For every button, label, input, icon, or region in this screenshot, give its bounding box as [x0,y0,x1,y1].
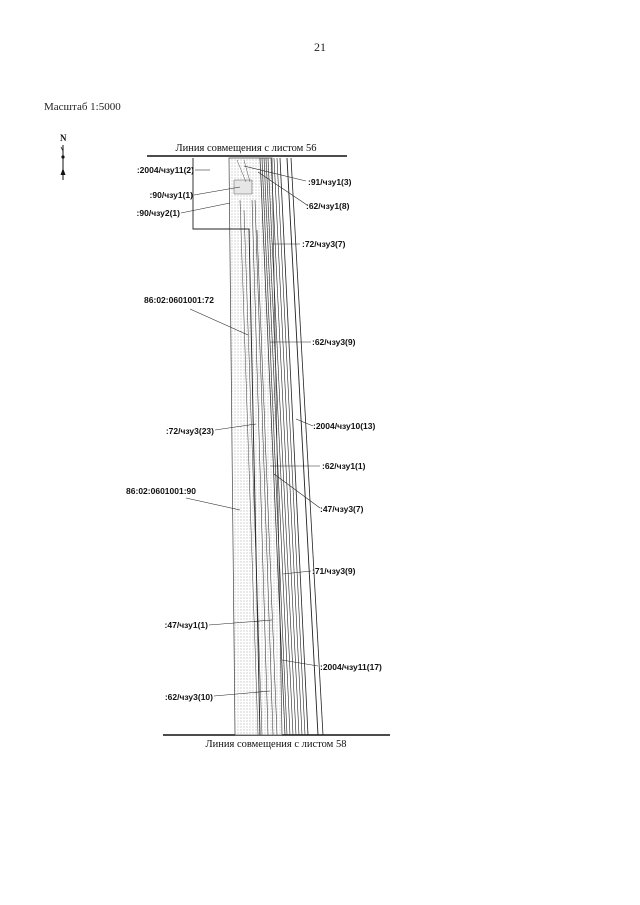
label-2004-chzu11-2: :2004/чзу11(2) [137,165,194,175]
sheet-line-top-label: Линия совмещения с листом 56 [176,143,317,154]
corridor-boundaries [239,157,324,736]
label-62-chzu3-9: :62/чзу3(9) [312,337,356,347]
north-letter: N [60,133,67,143]
sheet-line-bottom: Линия совмещения с листом 58 [163,734,390,750]
page-number: 21 [314,40,326,54]
label-62-chzu1-1: :62/чзу1(1) [322,461,366,471]
label-parcel-72: 86:02:0601001:72 [144,295,214,305]
label-47-chzu1-1: :47/чзу1(1) [165,620,209,630]
label-71-chzu3-9: :71/чзу3(9) [312,566,356,576]
label-91-chzu1-3: :91/чзу1(3) [308,177,352,187]
label-parcel-90: 86:02:0601001:90 [126,486,196,496]
label-2004-chzu10-13: :2004/чзу10(13) [313,421,376,431]
sheet-line-top: Линия совмещения с листом 56 [147,143,347,157]
parcel-86-02-0601001-72-outline [192,158,261,736]
parcel-labels: :2004/чзу11(2) :91/чзу1(3) :90/чзу1(1) :… [126,165,382,702]
parcel-90-chzu1-1 [233,159,253,195]
label-72-chzu3-7: :72/чзу3(7) [302,239,346,249]
label-72-chzu3-23: :72/чзу3(23) [166,426,214,436]
label-62-chzu1-8: :62/чзу1(8) [306,201,350,211]
label-62-chzu3-10: :62/чзу3(10) [165,692,213,702]
label-90-chzu2-1: :90/чзу2(1) [137,208,181,218]
north-arrow-icon: N [60,133,67,180]
label-90-chzu1-1: :90/чзу1(1) [150,190,194,200]
label-2004-chzu11-17: :2004/чзу11(17) [320,662,382,672]
sheet-line-bottom-label: Линия совмещения с листом 58 [206,739,347,750]
leader-lines [180,165,321,697]
map-scale: Масштаб 1:5000 [44,101,121,113]
label-47-chzu3-7: :47/чзу3(7) [320,504,364,514]
parcel-86-02-0601001-90 [228,157,283,736]
